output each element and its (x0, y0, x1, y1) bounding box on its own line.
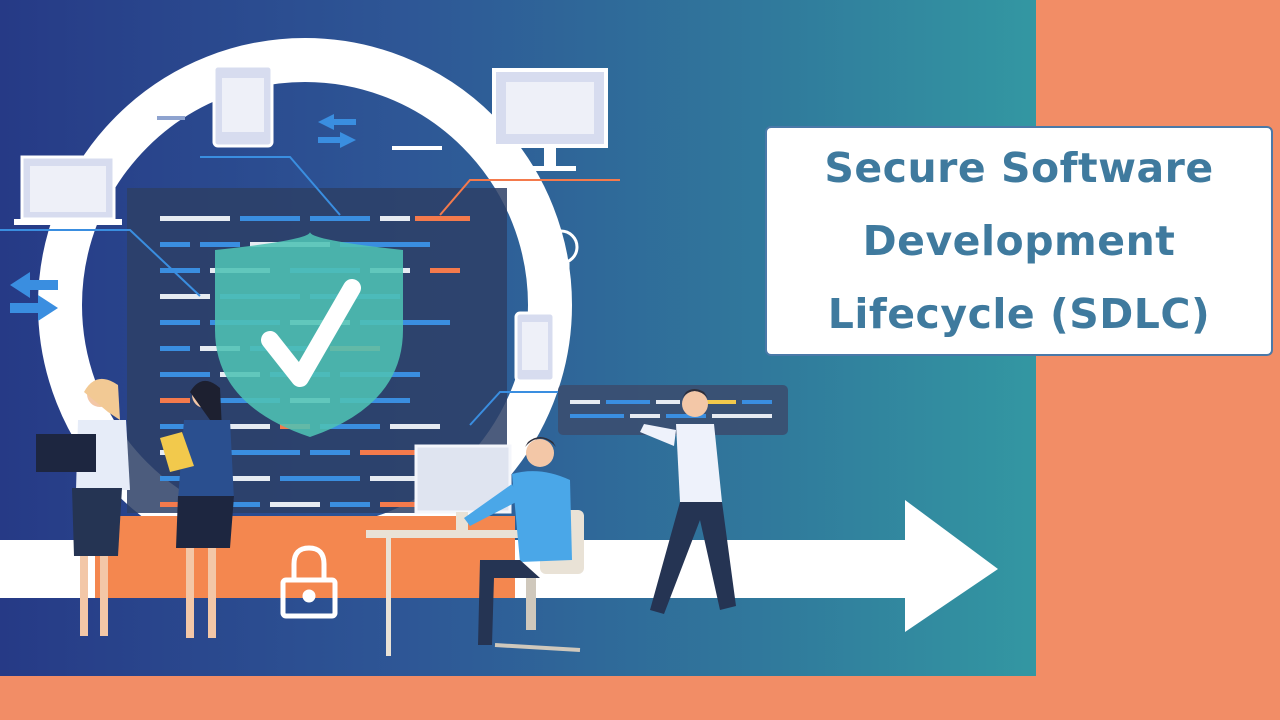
code-line-segment (430, 268, 460, 273)
padlock-icon (280, 545, 338, 619)
code-line-segment (210, 476, 270, 481)
code-line-segment (370, 476, 430, 481)
code-line-segment (240, 216, 300, 221)
code-line-segment (200, 242, 240, 247)
person-woman-tablet (160, 380, 234, 638)
code-line-segment (160, 294, 210, 299)
desk-workstation (366, 437, 584, 656)
monitor-icon (492, 68, 608, 171)
code-line-segment (320, 424, 380, 429)
code-line-segment (230, 450, 300, 455)
code-line-segment (415, 216, 470, 221)
lightbulb-icon (543, 229, 579, 278)
code-line-segment (200, 398, 280, 403)
code-line-segment (310, 450, 350, 455)
code-line-segment (160, 424, 200, 429)
laptop-icon (14, 155, 122, 225)
title-card: Secure Software Development Lifecycle (S… (765, 126, 1273, 356)
code-line-segment (210, 424, 270, 429)
title-line-3: Lifecycle (SDLC) (827, 289, 1211, 338)
code-line-segment (280, 476, 360, 481)
person-walking (640, 389, 736, 614)
code-snippet-card (558, 385, 788, 435)
title-line-2: Development (862, 216, 1176, 265)
code-line-segment (330, 502, 370, 507)
code-line-segment (160, 242, 190, 247)
code-line-segment (340, 242, 430, 247)
code-line-segment (160, 372, 210, 377)
code-line-segment (160, 320, 200, 325)
person-woman-laptop (36, 378, 130, 636)
code-line-segment (160, 346, 190, 351)
title-line-1: Secure Software (824, 143, 1214, 192)
code-line-segment (160, 268, 200, 273)
code-line-segment (360, 320, 450, 325)
code-line-segment (380, 502, 430, 507)
progress-arrow-icon (0, 500, 998, 632)
connector-lines (0, 156, 620, 426)
code-line-segment (270, 502, 320, 507)
code-line-segment (390, 424, 440, 429)
page-title: Secure Software Development Lifecycle (S… (824, 132, 1213, 351)
code-line-segment (160, 502, 190, 507)
arrows-icon (10, 114, 356, 321)
code-line-segment (310, 216, 370, 221)
code-line-segment (160, 216, 230, 221)
code-line-segment (340, 398, 410, 403)
code-line-segment (380, 216, 410, 221)
tablet-icon (212, 64, 274, 148)
shield-check-icon (215, 232, 403, 437)
code-line-segment (360, 450, 420, 455)
illustration-panel (0, 0, 1036, 676)
code-line-segment (160, 398, 190, 403)
sdlc-illustration (0, 38, 998, 656)
phone-icon (514, 311, 556, 383)
